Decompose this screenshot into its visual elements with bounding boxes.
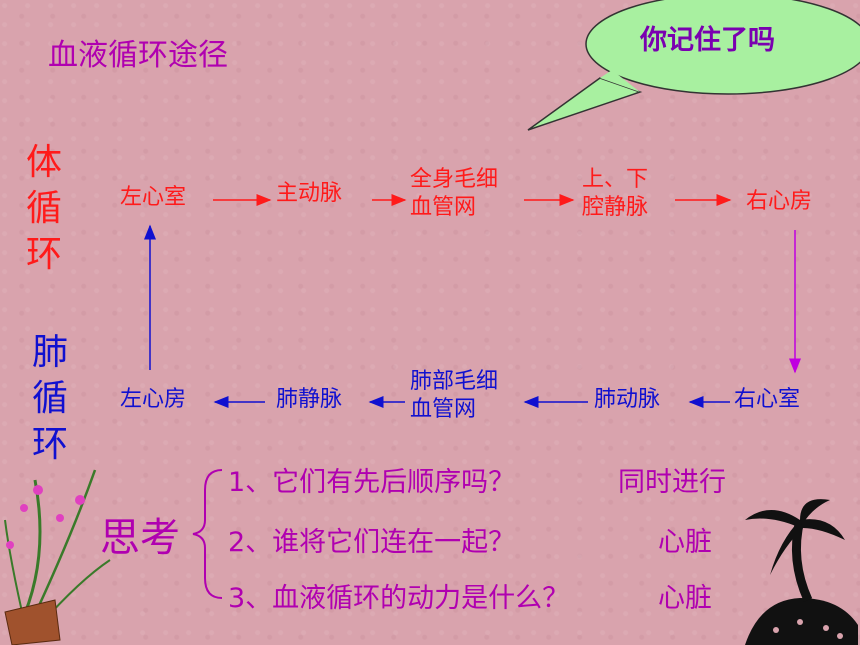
page-title: 血液循环途径 (48, 38, 228, 73)
node-left-ventricle: 左心室 (120, 185, 187, 210)
node-aorta: 主动脉 (276, 181, 343, 206)
node-pulmonary-artery: 肺动脉 (594, 387, 661, 412)
question-2: 2、谁将它们连在一起？ (228, 527, 516, 558)
orchid-decoration (4, 469, 111, 645)
node-vena-cava: 上、下 腔静脉 (582, 167, 649, 220)
node-right-ventricle: 右心室 (734, 387, 801, 412)
pulmonary-label: 肺 循 环 (31, 332, 68, 465)
node-left-atrium: 左心房 (120, 387, 187, 412)
bubble-text: 你记住了吗 (640, 25, 775, 56)
speech-bubble (527, 0, 860, 131)
node-pulmonary-capillaries: 肺部毛细 血管网 (410, 369, 499, 422)
answer-2: 心脏 (658, 527, 712, 558)
brace (192, 469, 223, 599)
question-1: 1、它们有先后顺序吗？ (228, 467, 516, 498)
think-label: 思考 (100, 515, 180, 561)
node-right-atrium: 右心房 (746, 189, 813, 214)
node-systemic-capillaries: 全身毛细 血管网 (410, 167, 499, 220)
palm-island-decoration (745, 499, 858, 645)
node-pulmonary-vein: 肺静脉 (276, 387, 343, 412)
question-3: 3、血液循环的动力是什么？ (228, 583, 570, 614)
answer-1: 同时进行 (618, 467, 726, 498)
answer-3: 心脏 (658, 583, 712, 614)
systemic-label: 体 循 环 (25, 142, 62, 275)
